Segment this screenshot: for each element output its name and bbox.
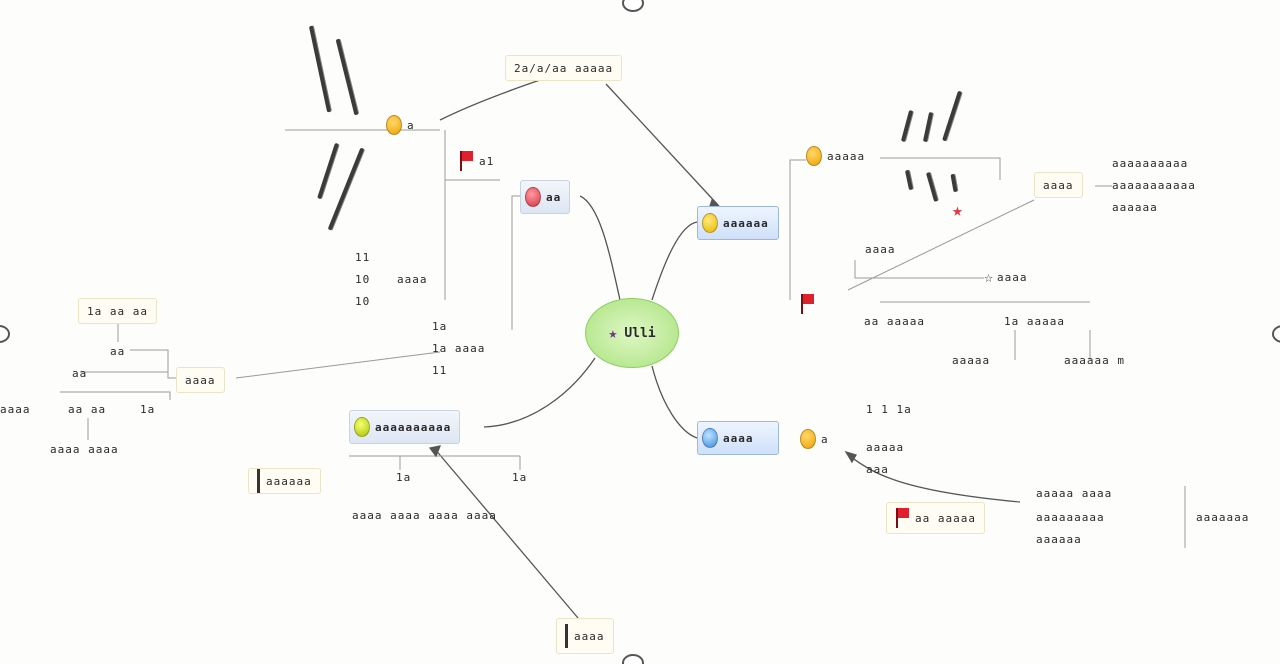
connector-left-topic-link <box>235 351 441 379</box>
connector-right-marker-spine <box>789 159 806 300</box>
subtopic-digits-b[interactable]: 10 <box>355 272 371 286</box>
topic-top-left-marker[interactable]: a <box>386 115 415 135</box>
note-right[interactable]: aaaa <box>1034 172 1083 198</box>
flag-icon <box>800 294 814 314</box>
connector-bottom-note-link <box>433 447 579 619</box>
subtopic-right-d[interactable]: aaaaaa m <box>1064 353 1125 367</box>
subtopic-right-a[interactable]: aa aaaaa <box>864 314 925 328</box>
subtopic-blue-flag[interactable]: aa aaaaa <box>886 502 985 534</box>
subtopic-lime-row[interactable]: aaaa aaaa aaaa aaaa <box>352 508 497 522</box>
arrow-blue-head <box>844 450 857 464</box>
topic-top-left-flag[interactable]: a1 <box>459 151 494 171</box>
connector-central-to-blue <box>651 365 698 439</box>
right-text-3[interactable]: aaaaaa <box>1112 200 1158 214</box>
blue-text-1[interactable]: 1 1 1a <box>866 402 912 416</box>
subtopic-left-c[interactable]: aaaa <box>0 402 31 416</box>
text-cursor-icon <box>565 624 568 648</box>
subtopic-lime-b[interactable]: 1a <box>512 470 528 484</box>
topic-blue[interactable]: aaaa <box>697 421 779 455</box>
priority-marker-icon <box>800 429 816 449</box>
blue-far[interactable]: aaaaaaa <box>1196 510 1250 524</box>
subtopic-left-e[interactable]: 1a <box>140 402 156 416</box>
connector-top-note-to-yellow <box>605 83 719 206</box>
subtopic-digits-label[interactable]: aaaa <box>397 272 428 286</box>
note-lime[interactable]: aaaaaa <box>248 468 321 494</box>
flag-icon <box>459 151 473 171</box>
blue-text-3[interactable]: aaa <box>866 462 889 476</box>
central-topic-label: Ulli <box>624 325 656 341</box>
note-left-head[interactable]: 1a aa aa <box>78 298 157 324</box>
subtopic-right-marker[interactable]: aaaaa <box>806 145 865 167</box>
blue-right-2[interactable]: aaaaaaaaa <box>1036 510 1105 524</box>
topic-lime[interactable]: aaaaaaaaaa <box>349 410 461 444</box>
subtopic-digits-a[interactable]: 11 <box>355 250 371 264</box>
subtopic-right-b[interactable]: 1a aaaaa <box>1004 314 1065 328</box>
flag-icon <box>895 508 909 528</box>
star-pin-icon: ★ <box>952 200 963 221</box>
note-bottom[interactable]: aaaa <box>556 618 614 654</box>
connector-central-to-lime <box>483 357 596 428</box>
connector-right-sub-h <box>880 301 1091 360</box>
connector-red-spine <box>511 195 520 330</box>
connector-top-left-branch <box>444 130 500 300</box>
star-outline-icon: ☆ <box>984 268 995 286</box>
subtopic-mid-c[interactable]: 11 <box>432 363 448 377</box>
priority-marker-icon <box>386 115 402 135</box>
subtopic-lime-a[interactable]: 1a <box>396 470 412 484</box>
topic-left[interactable]: aaaa <box>176 367 225 393</box>
priority-marker-icon <box>525 187 541 207</box>
connector-central-to-red <box>579 195 621 301</box>
priority-marker-icon <box>354 417 370 437</box>
subtopic-mid-b[interactable]: 1a aaaa <box>432 341 486 355</box>
priority-marker-icon <box>702 428 718 448</box>
subtopic-blue-marker[interactable]: a <box>800 428 829 450</box>
connector-right-note-to-flag <box>847 199 1035 291</box>
subtopic-left-a[interactable]: aa <box>110 344 126 358</box>
connector-central-to-yellow <box>651 221 698 301</box>
subtopic-left-f[interactable]: aaaa aaaa <box>50 442 119 456</box>
star-icon: ★ <box>608 324 618 342</box>
note-top[interactable]: 2a/a/aa aaaaa <box>505 55 623 81</box>
topic-yellow[interactable]: aaaaaa <box>697 206 779 240</box>
priority-marker-icon <box>702 213 718 233</box>
subtopic-left-b[interactable]: aa <box>72 366 88 380</box>
connector-left-head-branch <box>60 322 176 400</box>
connector-lime-branches <box>349 455 521 470</box>
connector-right-star-h <box>854 260 984 279</box>
priority-marker-icon <box>806 146 822 166</box>
arrow-lime-head <box>428 445 442 458</box>
connector-right-h <box>880 157 1001 180</box>
blue-text-2[interactable]: aaaaa <box>866 440 905 454</box>
subtopic-digits-c[interactable]: 10 <box>355 294 371 308</box>
subtopic-right-star[interactable]: ☆ aaaa <box>984 268 1028 286</box>
window-edge-handle <box>622 654 644 664</box>
subtopic-mid-a[interactable]: 1a <box>432 319 448 333</box>
subtopic-left-d[interactable]: aa aa <box>68 402 107 416</box>
subtopic-right-flag[interactable] <box>800 292 820 316</box>
blue-right-3[interactable]: aaaaaa <box>1036 532 1082 546</box>
window-edge-handle <box>622 0 644 12</box>
text-cursor-icon <box>257 469 260 493</box>
right-text-1[interactable]: aaaaaaaaaa <box>1112 156 1189 170</box>
connector-top-marker-to-note <box>439 79 541 121</box>
subtopic-right-small[interactable]: aaaa <box>865 242 896 256</box>
right-text-2[interactable]: aaaaaaaaaaa <box>1112 178 1196 192</box>
subtopic-right-c[interactable]: aaaaa <box>952 353 991 367</box>
blue-right-1[interactable]: aaaaa aaaa <box>1036 486 1113 500</box>
central-topic[interactable]: ★ Ulli <box>585 298 679 368</box>
topic-red[interactable]: aa <box>520 180 571 214</box>
connector-blue-flag-link <box>847 454 1021 503</box>
